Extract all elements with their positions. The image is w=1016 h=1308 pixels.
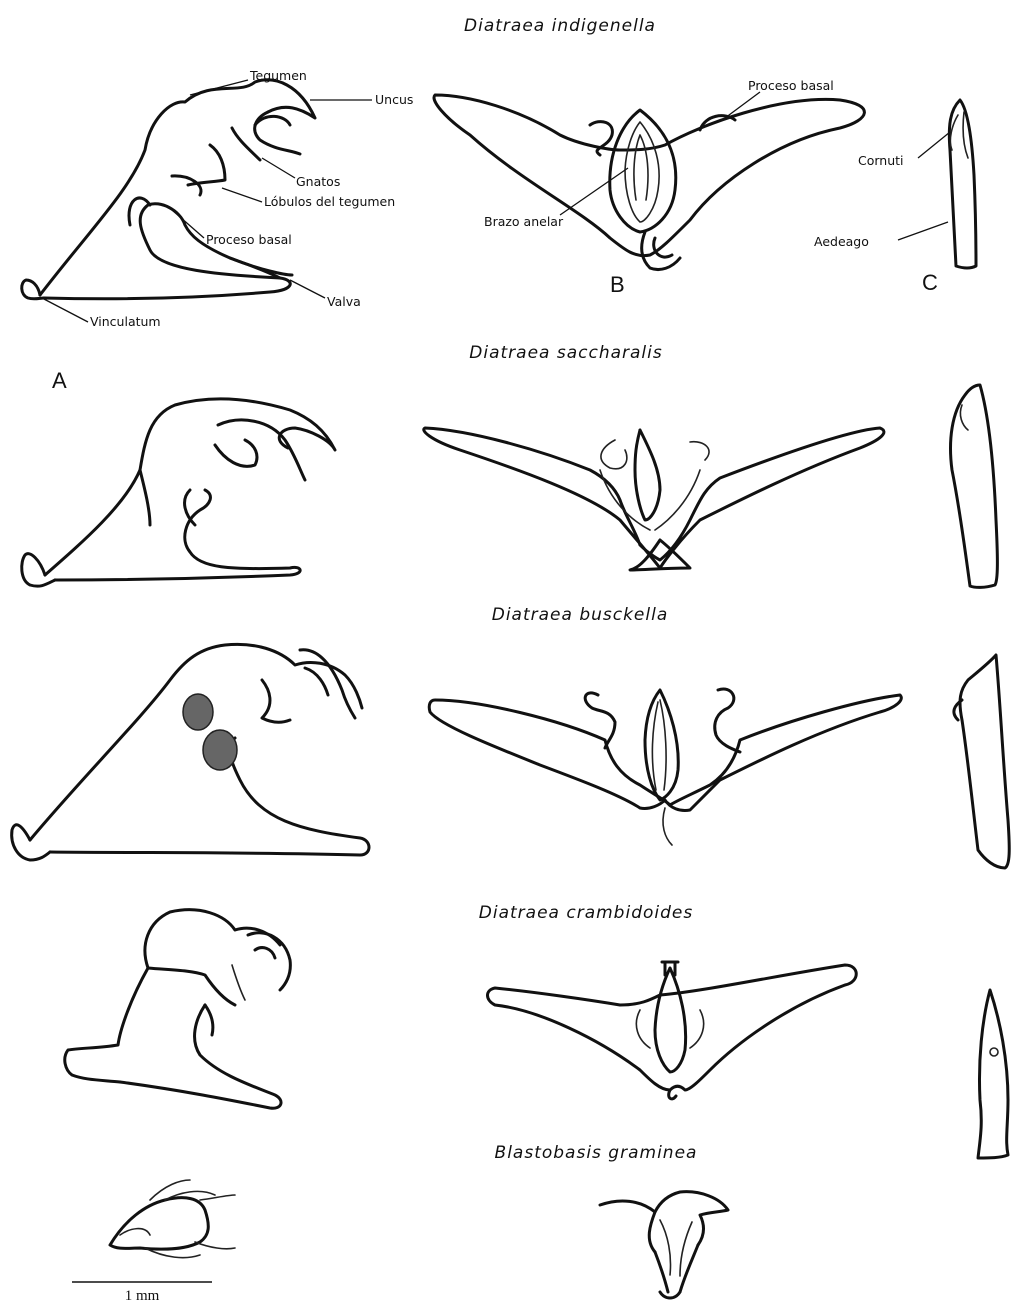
ventral-view-indigenella	[434, 95, 864, 270]
species-title-busckella: Diatraea busckella	[492, 605, 669, 625]
species-title-saccharalis: Diatraea saccharalis	[469, 343, 662, 363]
scale-bar-label: 1 mm	[125, 1288, 160, 1304]
panel-letter-a: A	[52, 368, 67, 393]
ventral-view-graminea	[600, 1192, 728, 1298]
lateral-view-saccharalis	[22, 399, 335, 586]
species-title-crambidoides: Diatraea crambidoides	[479, 903, 693, 923]
label-brazo-anelar: Brazo anelar	[484, 214, 564, 229]
ventral-view-saccharalis	[424, 428, 884, 570]
aedeagus-busckella	[954, 655, 1009, 868]
label-tegumen: Tegumen	[249, 68, 307, 83]
label-cornuti: Cornuti	[858, 153, 904, 168]
label-valva: Valva	[327, 294, 361, 309]
panel-letter-c: C	[922, 270, 938, 295]
panel-letter-b: B	[610, 272, 625, 297]
label-group-a: Tegumen Uncus Gnatos Lóbulos del tegumen…	[42, 68, 413, 329]
label-lobulos: Lóbulos del tegumen	[264, 194, 395, 209]
aedeagus-indigenella	[949, 100, 976, 268]
scale-bar: 1 mm	[72, 1282, 212, 1304]
lateral-view-indigenella	[22, 80, 315, 299]
lateral-view-busckella	[12, 644, 369, 860]
label-group-c: Cornuti Aedeago	[814, 132, 950, 249]
lateral-view-crambidoides	[65, 910, 291, 1109]
species-title-graminea: Blastobasis graminea	[495, 1143, 698, 1163]
label-aedeago: Aedeago	[814, 234, 869, 249]
label-proceso-basal-b: Proceso basal	[748, 78, 834, 93]
aedeagus-saccharalis	[951, 385, 998, 587]
ventral-view-crambidoides	[488, 962, 857, 1099]
label-gnatos: Gnatos	[296, 174, 340, 189]
label-group-b: Proceso basal Brazo anelar	[484, 78, 834, 229]
species-title-indigenella: Diatraea indigenella	[464, 16, 656, 36]
aedeagus-crambidoides	[978, 990, 1008, 1158]
lateral-view-graminea	[110, 1180, 235, 1258]
label-vinculatum: Vinculatum	[90, 314, 161, 329]
label-uncus: Uncus	[375, 92, 413, 107]
label-proceso-basal-a: Proceso basal	[206, 232, 292, 247]
ventral-view-busckella	[429, 689, 901, 845]
